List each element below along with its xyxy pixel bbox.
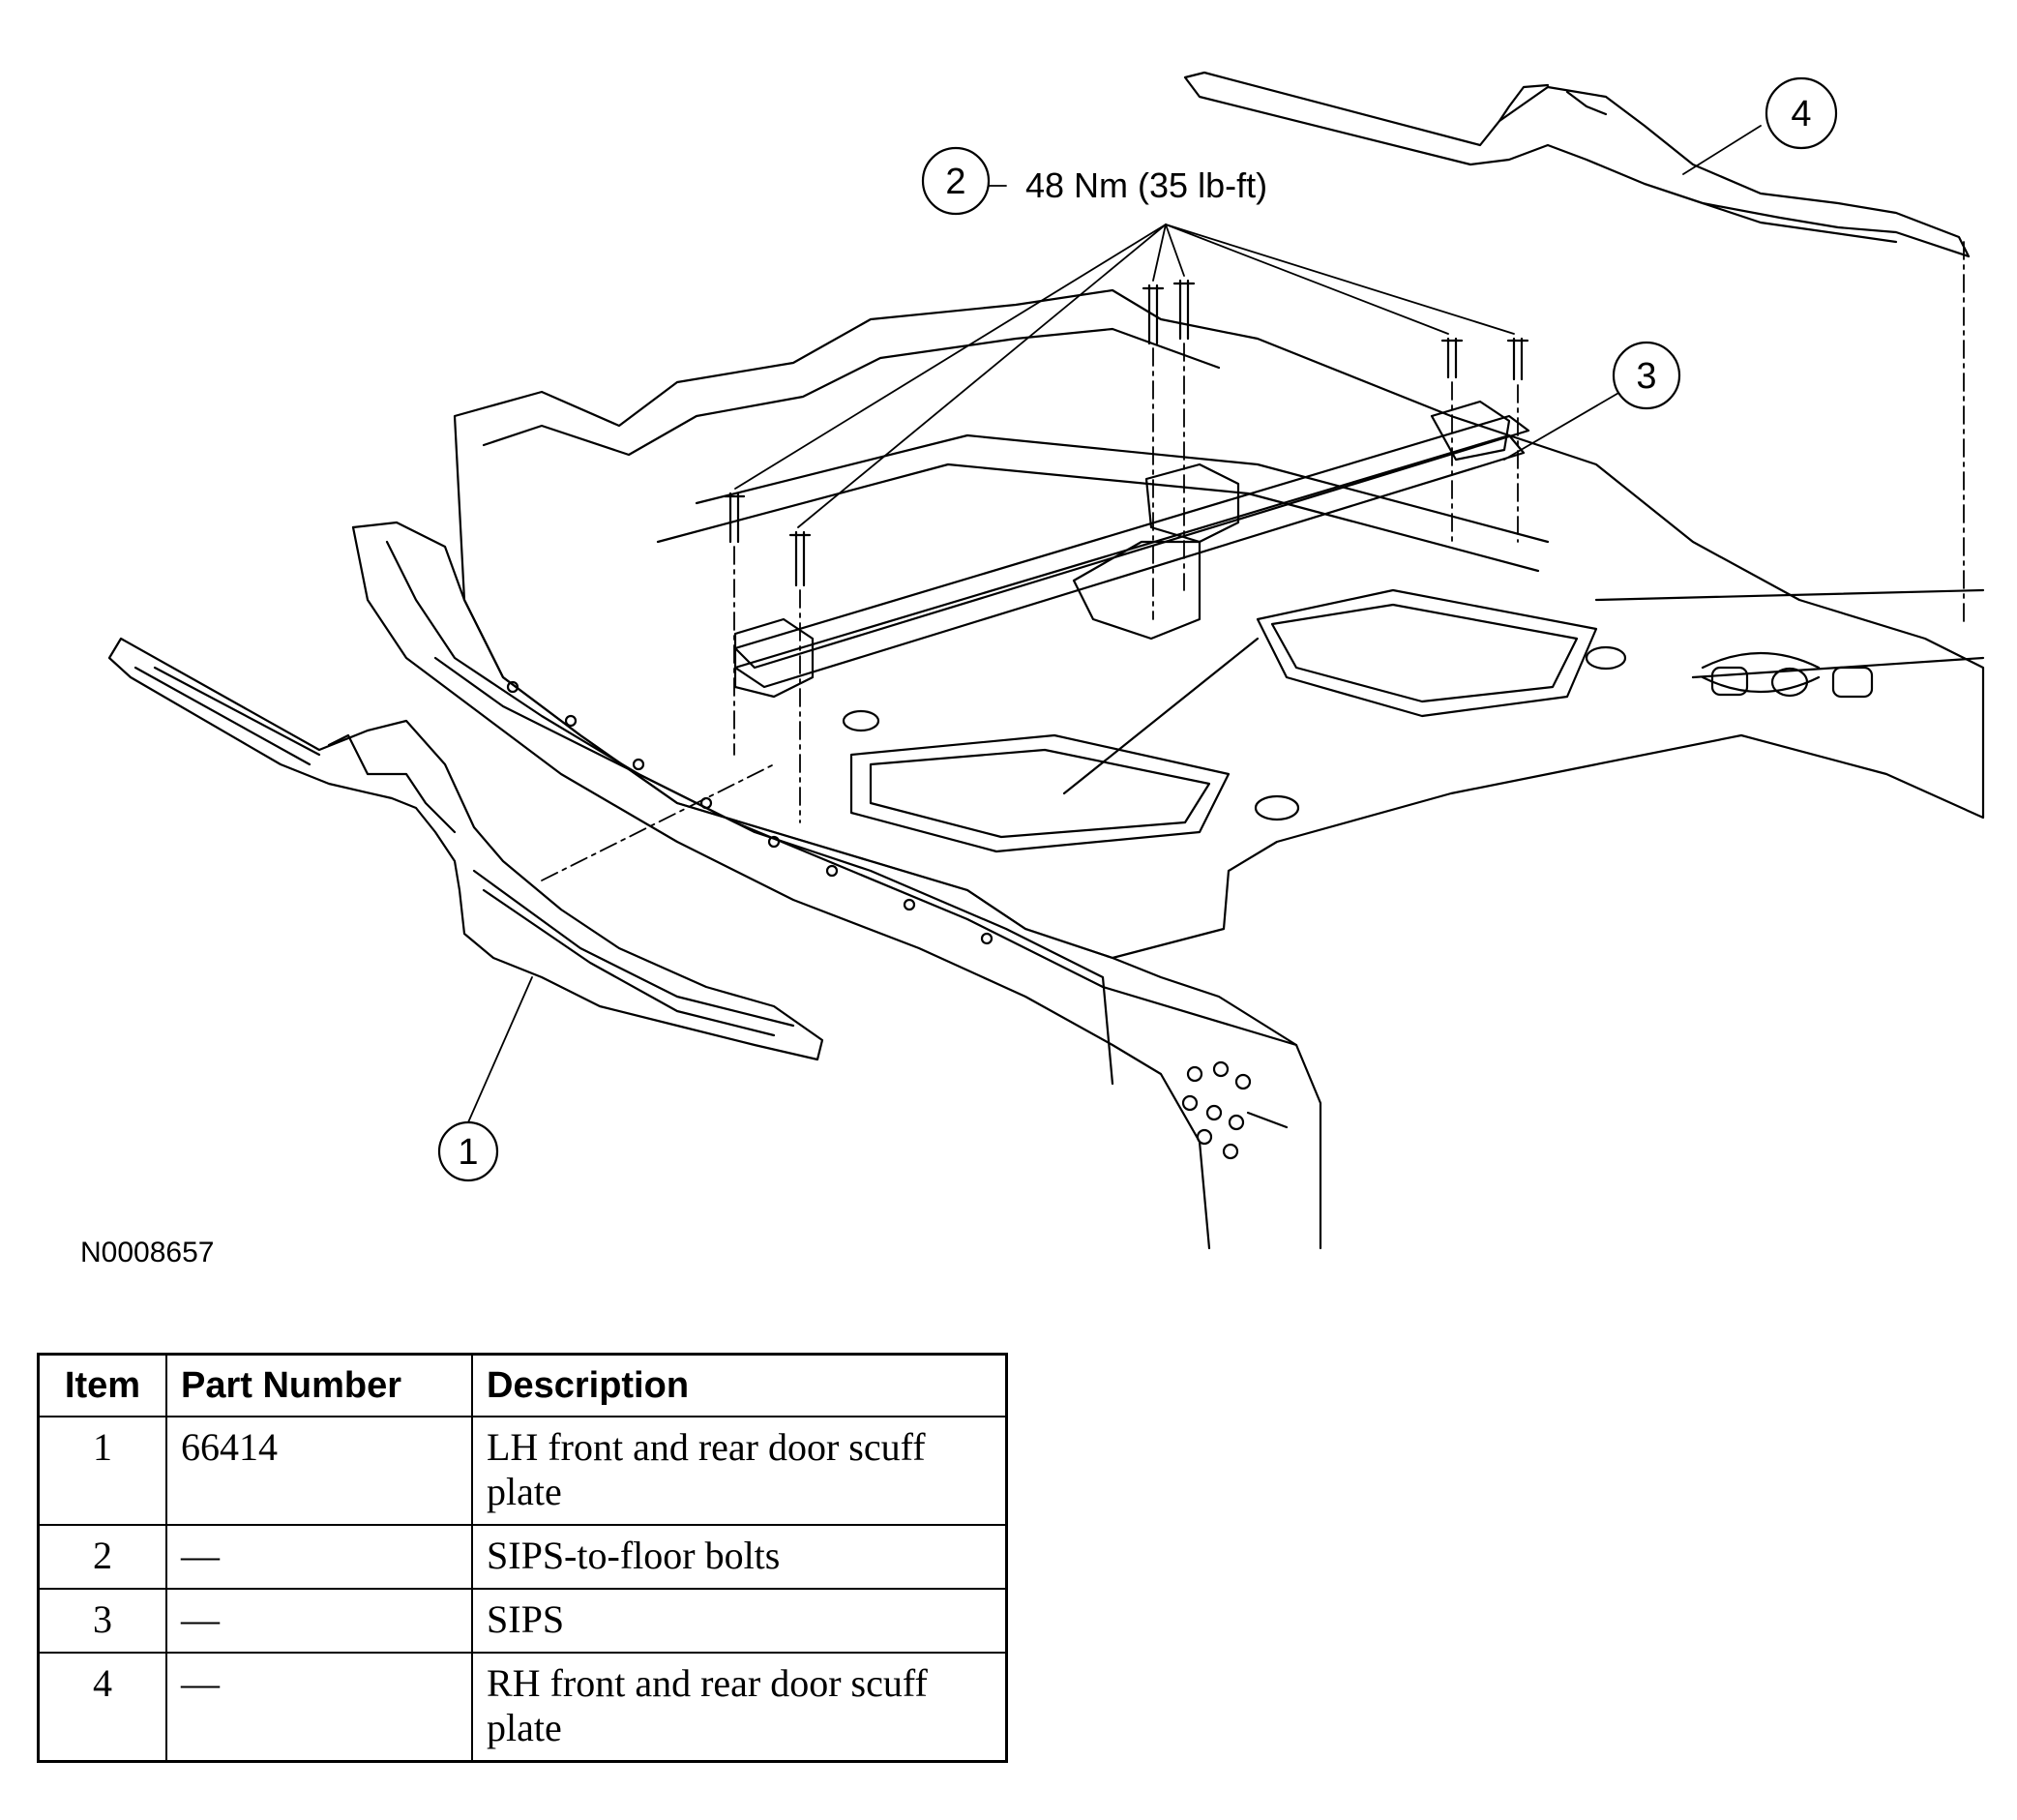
callout-3-label: 3	[1636, 356, 1656, 397]
callout-1-circle	[437, 1120, 499, 1182]
cell-part-number: —	[165, 1524, 473, 1590]
sips-cross-member	[733, 400, 1530, 699]
cell-description: SIPS	[471, 1588, 1008, 1654]
floor-pan-exploded-view: 1 2 3 4 48 Nm (35 lb-ft)	[107, 71, 1985, 1250]
cell-description: SIPS-to-floor bolts	[471, 1524, 1008, 1590]
table-row: 1 66414 LH front and rear door scuff pla…	[37, 1416, 1008, 1526]
table-row: 3 — SIPS	[37, 1588, 1008, 1654]
callout-2-circle	[921, 146, 991, 216]
table-row: 4 — RH front and rear door scuff plate	[37, 1652, 1008, 1763]
header-description: Description	[471, 1353, 1008, 1417]
rh-scuff-plate	[1183, 71, 1971, 258]
callout-1-label: 1	[458, 1132, 478, 1173]
cell-part-number: —	[165, 1652, 473, 1763]
cell-part-number: 66414	[165, 1416, 473, 1526]
cell-description: LH front and rear door scuff plate	[471, 1416, 1008, 1526]
callout-4-circle	[1765, 76, 1838, 150]
torque-spec: 48 Nm (35 lb-ft)	[1025, 165, 1267, 205]
cell-item: 1	[37, 1416, 167, 1526]
parts-table: Item Part Number Description 1 66414 LH …	[37, 1353, 1008, 1763]
figure-id: N0008657	[80, 1237, 215, 1268]
header-item: Item	[37, 1353, 167, 1417]
sips-to-floor-bolts	[723, 279, 1529, 587]
parts-table-header: Item Part Number Description	[37, 1353, 1008, 1417]
lh-scuff-plate	[107, 637, 824, 1061]
callout-3-circle	[1612, 341, 1681, 410]
header-part-number: Part Number	[165, 1353, 473, 1417]
callout-2-label: 2	[945, 162, 965, 202]
table-row: 2 — SIPS-to-floor bolts	[37, 1524, 1008, 1590]
cell-description: RH front and rear door scuff plate	[471, 1652, 1008, 1763]
lh-rocker-panel	[351, 521, 1322, 1250]
cell-item: 2	[37, 1524, 167, 1590]
leader-lines	[467, 125, 1762, 1123]
callout-4-label: 4	[1791, 94, 1811, 134]
cell-item: 3	[37, 1588, 167, 1654]
cell-part-number: —	[165, 1588, 473, 1654]
floor-pan	[453, 288, 1985, 960]
cell-item: 4	[37, 1652, 167, 1763]
